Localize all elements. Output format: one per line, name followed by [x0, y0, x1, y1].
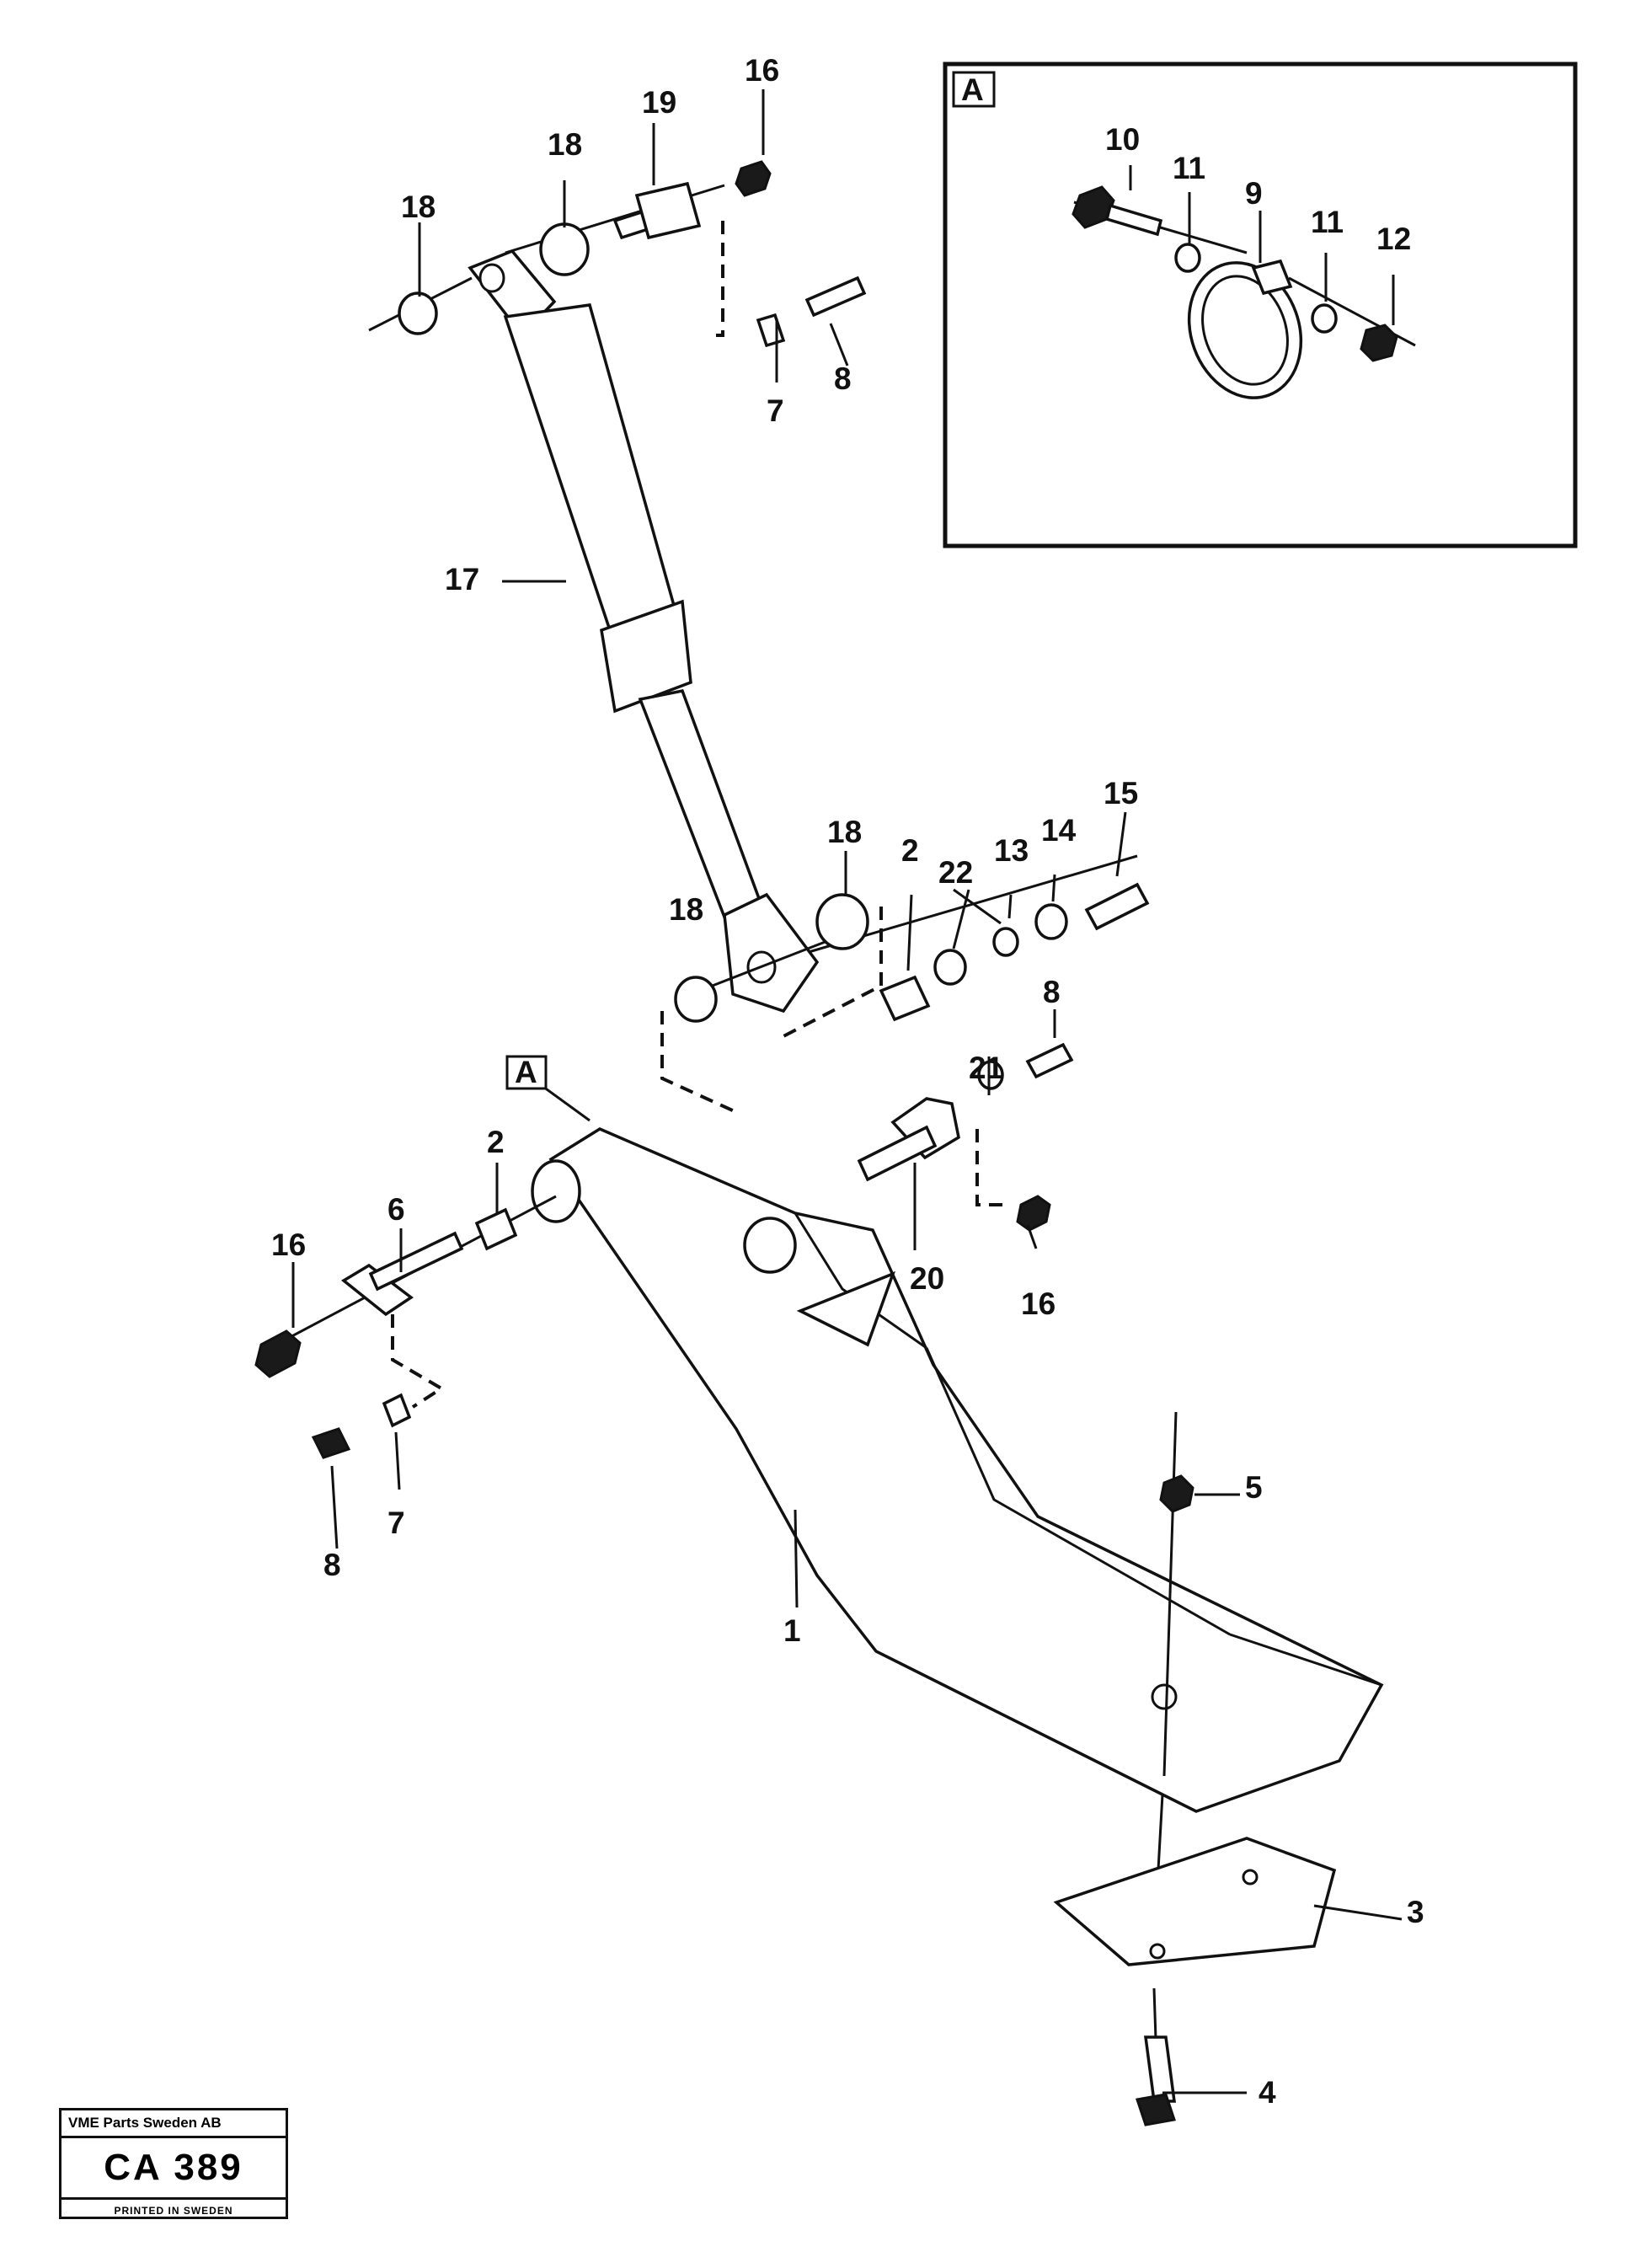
- detail-label-11: 11: [1173, 151, 1205, 185]
- label-16a: 16: [745, 53, 779, 88]
- label-18a: 18: [548, 127, 582, 162]
- grease-nipple-16a: [735, 160, 772, 197]
- label-1: 1: [783, 1613, 801, 1648]
- spacer-2a: [879, 975, 931, 1022]
- label-7a: 7: [767, 393, 784, 428]
- label-3: 3: [1407, 1895, 1424, 1929]
- bolt-8a: [804, 275, 867, 318]
- bushing-18c: [815, 893, 869, 950]
- label-5: 5: [1245, 1470, 1263, 1505]
- label-22: 22: [938, 855, 973, 890]
- bushing-18d: [674, 976, 718, 1023]
- detail-a-panel: A 10 11 9 11 12: [943, 62, 1578, 548]
- label-18d: 18: [669, 892, 703, 927]
- spacer-2b: [474, 1207, 518, 1251]
- detail-label-9: 9: [1245, 176, 1263, 211]
- detail-washer: [1174, 243, 1201, 273]
- label-18b: 18: [401, 190, 436, 224]
- label-16b: 16: [271, 1228, 306, 1262]
- title-stamp: VME Parts Sweden AB CA 389 PRINTED IN SW…: [59, 2108, 288, 2219]
- detail-a-tag: A: [961, 72, 984, 107]
- label-8a: 8: [834, 361, 852, 396]
- hydraulic-cylinder: [468, 249, 820, 1014]
- pin-20: [857, 1125, 938, 1182]
- grease-nipple-16c: [1016, 1195, 1051, 1232]
- label-19: 19: [642, 85, 676, 120]
- label-4: 4: [1259, 2075, 1276, 2110]
- label-13: 13: [994, 833, 1029, 868]
- left-fittings: [254, 1195, 557, 1459]
- detail-label-11b: 11: [1311, 205, 1344, 239]
- detail-clamp-ring: [1187, 259, 1303, 399]
- label-2b: 2: [487, 1125, 505, 1159]
- washer-21: [977, 1060, 1004, 1090]
- leader-lines: [291, 89, 1403, 2094]
- label-20: 20: [910, 1261, 944, 1296]
- stamp-company: VME Parts Sweden AB: [61, 2110, 286, 2138]
- detail-nut: [1360, 324, 1398, 362]
- detail-label-12: 12: [1376, 222, 1411, 256]
- nut-5: [1159, 1474, 1194, 1513]
- detail-bolt: [1072, 185, 1248, 254]
- callout-labels: 16 19 18 18 8 7 17 18 18 2 22 13 14 15 8…: [271, 53, 1424, 2110]
- label-14: 14: [1041, 813, 1077, 848]
- label-6: 6: [387, 1192, 405, 1227]
- lower-plate-assembly: [1053, 1411, 1337, 2126]
- washer-7a: [756, 313, 786, 348]
- washer-7b: [382, 1393, 412, 1428]
- label-17: 17: [445, 562, 479, 596]
- label-8b: 8: [1043, 975, 1061, 1009]
- callout-a-tag: A: [515, 1055, 537, 1089]
- detail-label-10: 10: [1105, 122, 1140, 157]
- pivot-boss-b: [743, 1217, 797, 1274]
- upper-fittings: [368, 160, 867, 348]
- lock-plate-19: [634, 181, 702, 240]
- washer-13: [992, 927, 1019, 957]
- grease-nipple-16b: [254, 1329, 302, 1378]
- bolt-8c: [311, 1427, 351, 1459]
- middle-fittings: [660, 854, 1150, 1232]
- label-8c: 8: [323, 1548, 341, 1582]
- bolt-4: [1144, 2035, 1176, 2103]
- lever-arm: [531, 1127, 1384, 1813]
- plate-3: [1053, 1837, 1337, 1966]
- bolt-15: [1084, 882, 1150, 931]
- bolt-4-head: [1136, 2093, 1176, 2126]
- pin-6: [368, 1231, 464, 1292]
- label-18c: 18: [827, 815, 862, 849]
- label-2a: 2: [901, 833, 919, 868]
- label-15: 15: [1104, 776, 1138, 810]
- pivot-boss-a: [531, 1159, 581, 1223]
- label-16c: 16: [1021, 1286, 1055, 1321]
- label-7b: 7: [387, 1506, 405, 1540]
- label-21: 21: [969, 1051, 1003, 1085]
- bolt-8b: [1025, 1042, 1074, 1079]
- callout-a-box: [505, 1055, 548, 1090]
- washer-14: [1034, 903, 1068, 940]
- bushing-18a: [398, 292, 438, 335]
- bushing-18b: [539, 222, 590, 276]
- detail-washer-2: [1311, 303, 1338, 334]
- shim-22: [933, 949, 967, 986]
- stamp-printed: PRINTED IN SWEDEN: [114, 2205, 233, 2217]
- stamp-code: CA 389: [61, 2138, 286, 2200]
